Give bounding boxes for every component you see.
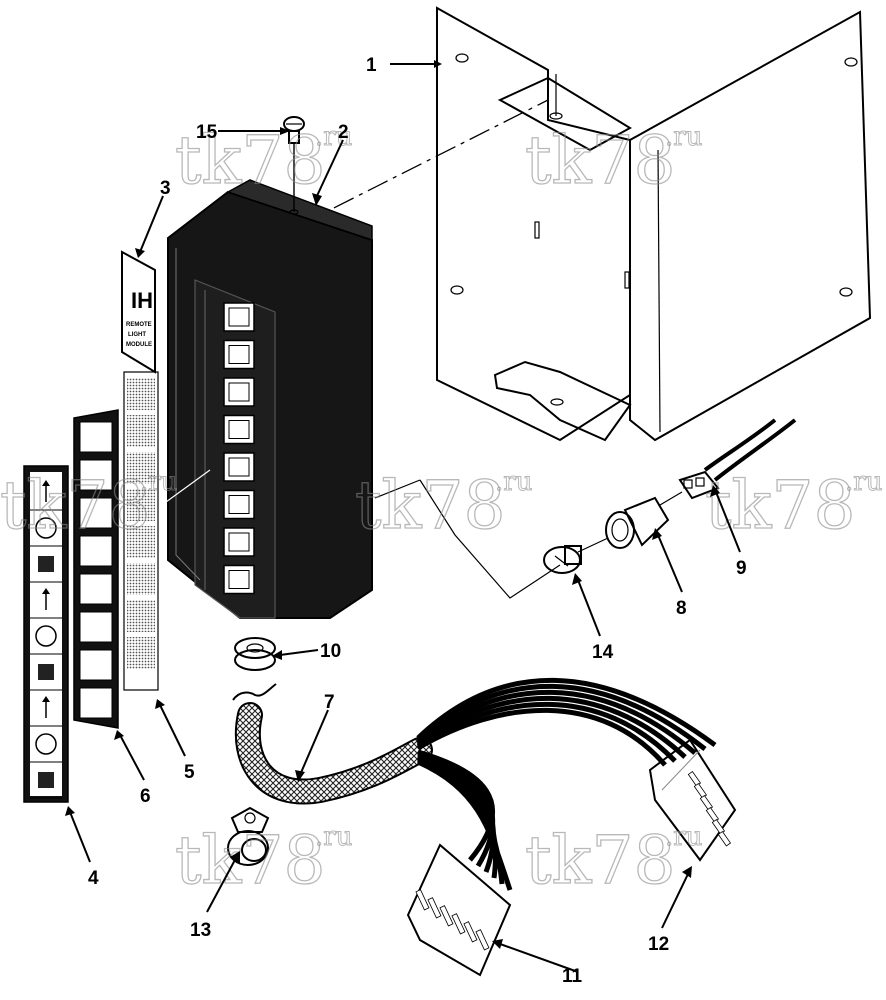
bezel-hole xyxy=(79,649,113,681)
lens-cell xyxy=(127,563,155,595)
bezel-hole xyxy=(79,535,113,567)
callout-12: 12 xyxy=(648,934,669,955)
decal-text-1: REMOTE xyxy=(126,322,152,328)
lens-strip xyxy=(123,371,159,691)
bezel-frame xyxy=(73,409,119,729)
watermark-text: tk78 xyxy=(175,822,326,899)
symbol-block xyxy=(38,772,54,788)
symbol-circle xyxy=(35,517,57,539)
lens-cell xyxy=(127,378,155,410)
lens-cell xyxy=(127,637,155,669)
callout-11: 11 xyxy=(562,966,583,987)
connector-pin xyxy=(415,889,430,911)
lamp-socket xyxy=(605,496,670,549)
watermark-suffix: .ru xyxy=(315,122,352,152)
connector-pin xyxy=(463,921,478,943)
lens-cell xyxy=(127,526,155,558)
watermark-suffix: .ru xyxy=(665,122,702,152)
callout-leaders xyxy=(65,60,741,973)
watermark-suffix: .ru xyxy=(315,822,352,852)
callout-7: 7 xyxy=(324,692,335,713)
symbol-circle xyxy=(35,625,57,647)
callout-10: 10 xyxy=(320,641,341,662)
grommet xyxy=(234,637,276,671)
wire xyxy=(417,749,495,862)
wire xyxy=(416,695,687,759)
callout-8: 8 xyxy=(676,598,687,619)
callout-2: 2 xyxy=(338,122,349,143)
wire xyxy=(416,707,667,767)
watermark-suffix: .ru xyxy=(495,467,532,497)
bezel-hole xyxy=(79,459,113,491)
watermark-suffix: .ru xyxy=(140,467,177,497)
callout-14: 14 xyxy=(592,642,614,663)
bulb-leader-path xyxy=(419,479,561,599)
wire xyxy=(416,759,513,891)
decal-text-2: LIGHT xyxy=(128,332,146,338)
connector-pin xyxy=(427,897,442,919)
watermark-text: tk78 xyxy=(355,467,506,544)
watermark-suffix: .ru xyxy=(845,467,882,497)
watermark-text: tk78 xyxy=(0,467,151,544)
callout-labels: 1 2 3 4 5 6 7 8 9 10 11 12 13 14 15 xyxy=(88,55,747,987)
callout-4: 4 xyxy=(88,868,99,889)
callout-13: 13 xyxy=(190,920,211,941)
cable-break-mark xyxy=(232,683,277,701)
bezel-hole xyxy=(79,421,113,453)
symbol-block xyxy=(38,664,54,680)
wire xyxy=(416,689,697,755)
symbol-panel xyxy=(23,465,69,803)
connector-left xyxy=(406,843,512,977)
mounting-bracket xyxy=(436,6,872,442)
callout-1: 1 xyxy=(366,55,377,76)
module-decal: IH REMOTE LIGHT MODULE xyxy=(121,250,156,374)
connector-right xyxy=(648,738,737,862)
wire-harness xyxy=(234,677,717,891)
mounting-screw xyxy=(283,116,305,215)
callout-15: 15 xyxy=(196,122,218,143)
connector-pin xyxy=(475,929,490,951)
bezel-hole xyxy=(79,497,113,529)
svg-text:IH: IH xyxy=(131,288,153,313)
light-module-housing xyxy=(154,179,373,619)
wire xyxy=(416,677,717,748)
bezel-hole xyxy=(79,611,113,643)
connector-pin xyxy=(451,913,466,935)
connector-pin xyxy=(717,830,732,847)
callout-9: 9 xyxy=(736,558,747,579)
callout-3: 3 xyxy=(160,178,171,199)
symbol-circle xyxy=(35,733,57,755)
watermark-suffix: .ru xyxy=(665,822,702,852)
lens-cell xyxy=(127,489,155,521)
bezel-hole xyxy=(79,687,113,719)
cable-clamp xyxy=(227,806,270,866)
indicator-windows xyxy=(223,302,255,595)
watermark-text: tk78 xyxy=(525,122,676,199)
watermark-text: tk78 xyxy=(175,122,326,199)
callout-5: 5 xyxy=(184,762,195,783)
watermark-text: tk78 xyxy=(525,822,676,899)
lamp-bulb xyxy=(543,545,582,574)
watermark-text: tk78 xyxy=(705,467,856,544)
symbol-block xyxy=(38,556,54,572)
wire xyxy=(416,701,677,763)
lens-cell xyxy=(127,415,155,447)
decal-text-3: MODULE xyxy=(126,342,152,348)
connector-pin xyxy=(439,905,454,927)
bezel-hole xyxy=(79,573,113,605)
alignment-line xyxy=(299,99,549,226)
wire xyxy=(416,683,707,751)
callout-6: 6 xyxy=(140,786,151,807)
lamp-socket-assembly xyxy=(374,418,797,599)
lens-cell xyxy=(127,452,155,484)
lens-cell xyxy=(127,600,155,632)
